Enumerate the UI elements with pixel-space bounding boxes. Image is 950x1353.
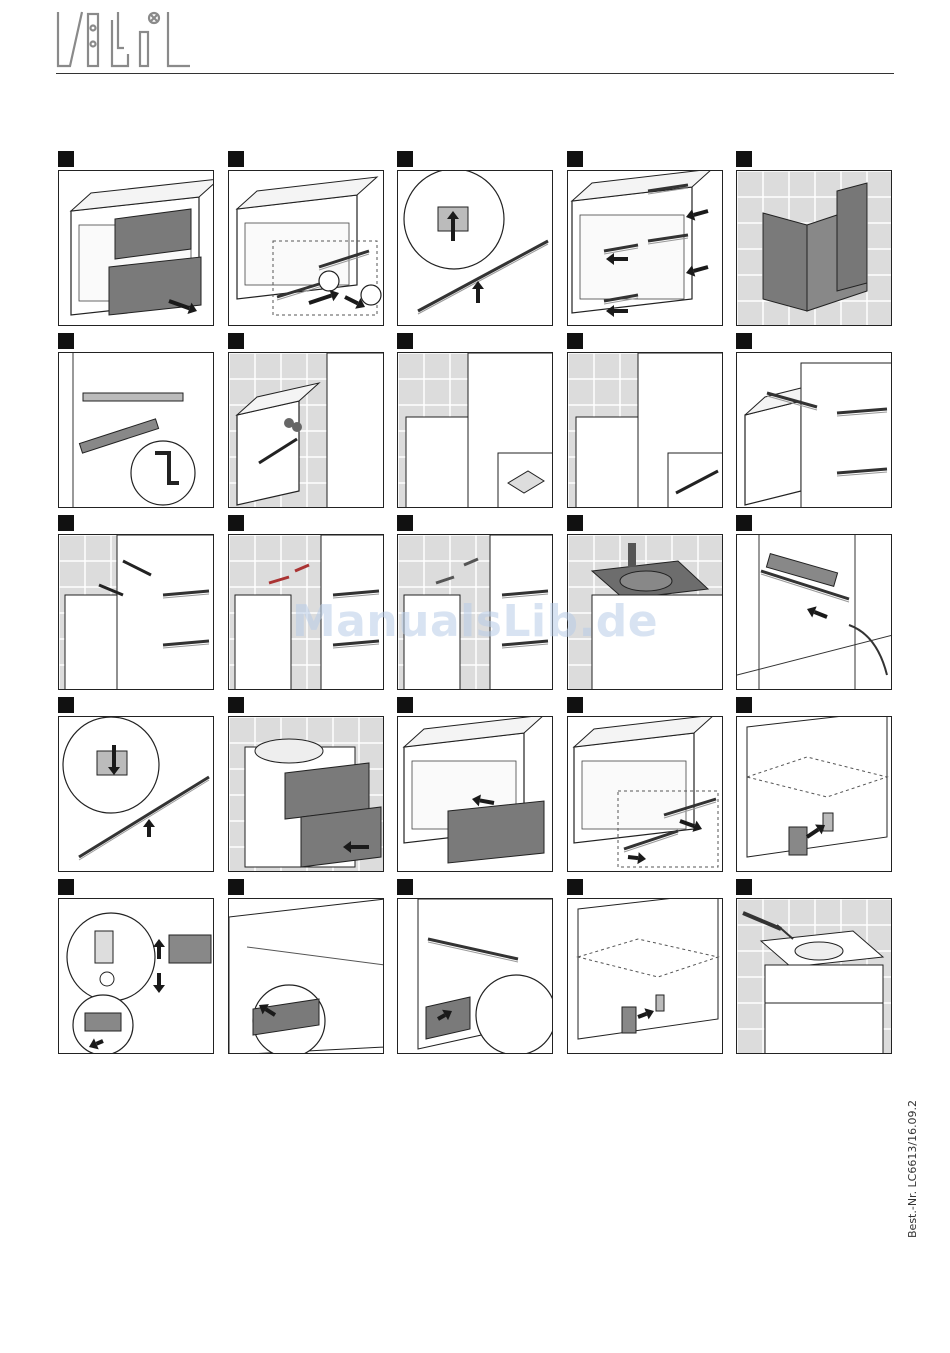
place-washbasin-icon [568, 535, 723, 690]
step-marker-3 [397, 151, 413, 167]
step-marker-17 [228, 697, 244, 713]
step-illustration-wall-anchors [228, 534, 384, 690]
mark-drill-holes-icon [229, 353, 384, 508]
step-illustration-adjust-bracket [736, 716, 892, 872]
step-illustration-insert-screw [567, 352, 723, 508]
push-slide-icon [737, 535, 892, 690]
adjust-bracket-icon [737, 717, 892, 872]
step-marker-7 [228, 333, 244, 349]
step-illustration-push-slide [736, 534, 892, 690]
cover-cap-icon [568, 899, 723, 1054]
step-illustration-cover-cap [567, 898, 723, 1054]
vilil-logo [56, 8, 196, 70]
step-illustration-slide-lever-lock [58, 716, 214, 872]
wall-anchors-icon [229, 535, 384, 690]
step-marker-21 [58, 879, 74, 895]
rail-detail-icon [398, 899, 553, 1054]
order-number: Best.-Nr. LC6613/16.09.2 [906, 1100, 919, 1238]
step-illustration-wall-brackets [58, 534, 214, 690]
step-marker-24 [567, 879, 583, 895]
step-marker-11 [58, 515, 74, 531]
step-marker-18 [397, 697, 413, 713]
wall-brackets-icon [59, 535, 214, 690]
insert-drawers-icon [229, 717, 384, 872]
step-marker-15 [736, 515, 752, 531]
step-illustration-mark-drill-holes [228, 352, 384, 508]
step-marker-23 [397, 879, 413, 895]
bolt-fixing-icon [398, 535, 553, 690]
silicone-seal-icon [737, 899, 892, 1054]
step-marker-10 [736, 333, 752, 349]
step-marker-8 [397, 333, 413, 349]
hang-cabinet-icon [737, 353, 892, 508]
step-marker-13 [397, 515, 413, 531]
header-divider [56, 73, 894, 74]
step-illustration-drawer-engage [397, 716, 553, 872]
step-marker-20 [736, 697, 752, 713]
step-marker-6 [58, 333, 74, 349]
step-marker-19 [567, 697, 583, 713]
step-illustration-silicone-seal [736, 898, 892, 1054]
drawer-rails-icon [568, 717, 723, 872]
step-illustration-adjust-front [58, 898, 214, 1054]
step-illustration-insert-drawers [228, 716, 384, 872]
step-illustration-cabinet-on-tiles [736, 170, 892, 326]
step-illustration-remove-slides [567, 170, 723, 326]
step-illustration-insert-dowel [397, 352, 553, 508]
insert-screw-icon [568, 353, 723, 508]
step-illustration-level-and-wrench [58, 352, 214, 508]
step-marker-9 [567, 333, 583, 349]
drawer-slide-release-icon [229, 171, 384, 326]
level-and-wrench-icon [59, 353, 214, 508]
step-illustration-rail-detail [397, 898, 553, 1054]
step-marker-1 [58, 151, 74, 167]
step-illustration-remove-drawers [58, 170, 214, 326]
cabinet-on-tiles-icon [737, 171, 892, 326]
step-marker-5 [736, 151, 752, 167]
step-marker-14 [567, 515, 583, 531]
adjust-front-icon [59, 899, 214, 1054]
slide-lever-detail-icon [398, 171, 553, 326]
remove-drawers-icon [59, 171, 214, 326]
step-illustration-drawer-slide-release [228, 170, 384, 326]
step-marker-12 [228, 515, 244, 531]
front-clip-icon [229, 899, 384, 1054]
step-illustration-slide-lever-detail [397, 170, 553, 326]
slide-lever-lock-icon [59, 717, 214, 872]
insert-dowel-icon [398, 353, 553, 508]
step-illustration-drawer-rails [567, 716, 723, 872]
step-marker-22 [228, 879, 244, 895]
step-illustration-front-clip [228, 898, 384, 1054]
remove-slides-icon [568, 171, 723, 326]
step-marker-25 [736, 879, 752, 895]
step-illustration-place-washbasin [567, 534, 723, 690]
step-marker-16 [58, 697, 74, 713]
step-illustration-hang-cabinet [736, 352, 892, 508]
step-marker-4 [567, 151, 583, 167]
drawer-engage-icon [398, 717, 553, 872]
step-illustration-bolt-fixing [397, 534, 553, 690]
step-marker-2 [228, 151, 244, 167]
